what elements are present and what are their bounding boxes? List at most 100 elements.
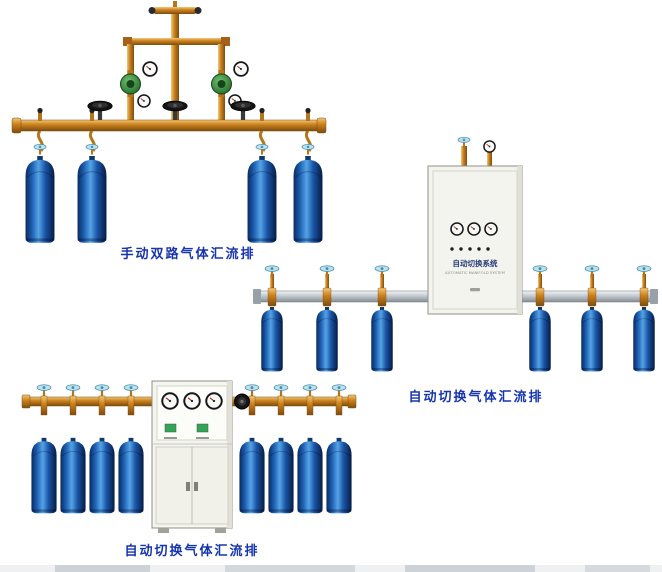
upper-branch-pipe	[124, 38, 228, 45]
door-handle	[194, 482, 198, 491]
cabinet-inlet-pipe	[461, 146, 467, 170]
pipe-elbow	[221, 37, 230, 46]
gas-cylinder	[267, 437, 295, 515]
gas-cylinder	[580, 306, 604, 372]
product-caption-manual-manifold: 手动双路气体汇流排	[120, 247, 256, 262]
cabinet-foot	[215, 528, 226, 533]
gas-cylinder	[88, 437, 116, 515]
pressure-gauge	[205, 392, 223, 410]
gas-cylinder	[76, 155, 108, 244]
pipe-end-cap	[347, 394, 357, 409]
cylinder-valve-knob	[65, 384, 81, 397]
cabinet-title: 自动切换系统	[453, 258, 498, 268]
gas-cylinder	[325, 437, 353, 515]
top-tee-pipe	[154, 7, 196, 14]
cylinder-valve-knob	[302, 384, 318, 397]
pressure-gauge	[183, 392, 201, 410]
header-tee	[90, 112, 94, 121]
cylinder-valve-knob	[94, 384, 110, 397]
gas-cylinder	[117, 437, 145, 515]
manual-dual-manifold-figure	[11, 1, 327, 244]
pressure-gauge	[161, 392, 179, 410]
pipe-end-cap	[316, 117, 327, 134]
cylinder-valve-knob	[123, 384, 139, 397]
cylinder-valve-knob	[36, 384, 52, 397]
cylinder-valve-knob	[301, 144, 315, 155]
center-riser-pipe	[171, 10, 179, 122]
indicator-light	[196, 423, 209, 433]
gas-cylinder	[632, 306, 656, 372]
cabinet-door-panel	[432, 170, 518, 310]
pressure-gauge	[467, 222, 481, 236]
cylinder-valve-knob	[244, 384, 260, 397]
auto-switch-floor-figure	[21, 380, 357, 533]
cropped-thumbnail-strip	[0, 565, 662, 572]
cabinet-foot	[158, 528, 169, 533]
cabinet-side-shade	[227, 381, 232, 528]
gas-cylinder	[260, 306, 284, 372]
pressure-gauge	[483, 140, 496, 153]
pressure-gauge	[484, 222, 498, 236]
gas-cylinder	[24, 155, 56, 244]
cylinder-valve-knob	[636, 265, 652, 278]
small-valve-knob	[259, 107, 265, 114]
small-valve-knob	[194, 7, 202, 14]
small-valve-knob	[37, 107, 43, 114]
pipe-fittings	[40, 395, 343, 416]
gas-cylinder	[528, 306, 552, 372]
handwheel-valve	[230, 100, 256, 121]
cylinder-valve-knob	[85, 144, 99, 155]
top-stub-fitting	[173, 1, 177, 8]
pipe-valve-stems	[270, 274, 646, 294]
cylinder-valve-knob	[33, 144, 47, 155]
gas-cylinder	[296, 437, 324, 515]
pressure-regulator	[211, 69, 232, 98]
small-valve-knob	[148, 7, 156, 14]
header-tee	[260, 112, 264, 121]
pressure-gauge	[137, 94, 151, 108]
pipe-elbow	[123, 37, 132, 46]
control-cabinet	[427, 165, 523, 315]
pressure-gauge	[450, 222, 464, 236]
gas-cylinder	[292, 155, 324, 244]
gas-cylinder	[59, 437, 87, 515]
header-tee	[306, 112, 310, 121]
gas-cylinder	[238, 437, 266, 515]
pipe-end-cap	[21, 394, 31, 409]
pipe-end-cap	[11, 117, 22, 134]
cabinet-handle	[470, 288, 480, 292]
gas-cylinder	[370, 306, 394, 372]
cylinder-valve-knob	[255, 144, 269, 155]
gas-cylinder	[315, 306, 339, 372]
cylinder-valve-knob	[264, 265, 280, 278]
auto-switch-cabinet-figure: 自动切换系统 AUTOMATIC MANIFOLD SYSTEM	[253, 137, 658, 372]
indicator-lights	[450, 247, 490, 251]
cabinet-subtitle: AUTOMATIC MANIFOLD SYSTEM	[445, 270, 505, 275]
small-valve-knob	[305, 107, 311, 114]
manifold-pipe-left	[256, 290, 431, 303]
gas-cylinder	[30, 437, 58, 515]
door-handle	[186, 482, 190, 491]
cylinder-valve-knob	[457, 137, 471, 148]
cylinder-valve-knob	[584, 265, 600, 278]
handwheel-valve	[162, 100, 188, 121]
pipe-fittings	[267, 287, 649, 307]
cylinder-valve-knob	[273, 384, 289, 397]
gas-cylinder	[246, 155, 278, 244]
cylinder-valve-knob	[331, 384, 347, 397]
pipe-end-cap	[650, 289, 658, 304]
cylinder-valve-knob	[532, 265, 548, 278]
pressure-gauge	[233, 61, 249, 77]
manifold-header-pipe	[15, 119, 323, 132]
product-caption-auto-switch-floor: 自动切换气体汇流排	[124, 544, 260, 559]
panel-label-line	[196, 437, 209, 439]
panel-label-line	[164, 437, 177, 439]
pressure-regulator	[120, 69, 141, 98]
pressure-gauge	[142, 61, 158, 77]
indicator-light	[164, 423, 177, 433]
cylinder-valve-knob	[319, 265, 335, 278]
header-tee	[38, 112, 42, 121]
handwheel-valve-hub	[240, 399, 244, 404]
